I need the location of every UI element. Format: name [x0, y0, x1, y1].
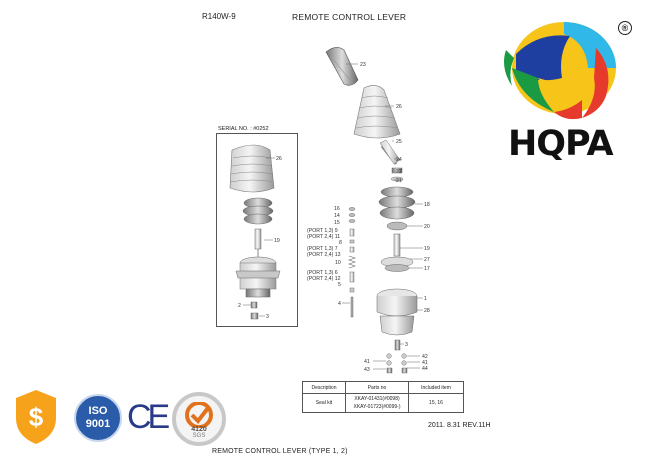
callout-41-right: 41	[422, 360, 428, 366]
handle-boot-part	[353, 85, 401, 139]
callout-5: 5	[338, 282, 341, 288]
callout-4: 4	[338, 301, 341, 307]
callout-15: 15	[334, 220, 340, 226]
svg-text:$: $	[29, 402, 44, 432]
main-body-part	[376, 288, 418, 336]
serial-variant-frame	[216, 133, 298, 327]
col-included-header: Included item	[408, 381, 464, 394]
iso-label: ISO	[88, 405, 108, 417]
callout-port13-6: (PORT 1,3) 6	[307, 270, 338, 276]
sgs-text: SGS	[192, 433, 206, 439]
iso-number: 9001	[85, 418, 111, 430]
callout-27: 27	[424, 257, 430, 263]
left-callout-3: 3	[266, 314, 269, 320]
left-callout-2: 2	[238, 303, 241, 309]
part-number-2: XKAY-01723(#0099-)	[353, 404, 401, 410]
document-title: REMOTE CONTROL LEVER	[292, 12, 407, 22]
left-callout-26: 26	[276, 156, 282, 162]
left-bolt-part	[250, 301, 259, 320]
part-number-1: XKAY-01431(#0098)	[354, 396, 400, 402]
lever-shaft-part	[379, 139, 401, 165]
callout-3: 3	[405, 342, 408, 348]
callout-26: 26	[396, 104, 402, 110]
callout-22: 22	[396, 169, 402, 175]
callout-42: 42	[422, 354, 428, 360]
callout-port13-9: (PORT 1,3) 9	[307, 228, 338, 234]
callout-24: 24	[396, 157, 402, 163]
callout-port24-11: (PORT 2,4) 11	[307, 234, 340, 240]
callout-14: 14	[334, 213, 340, 219]
main-plunger-part	[393, 233, 401, 257]
row-included-items: 15, 16	[408, 393, 464, 413]
table-row: Seal kit XKAY-01431(#0098) XKAY-01723(#0…	[302, 393, 464, 413]
callout-44: 44	[422, 366, 428, 372]
bottom-fittings-part	[386, 339, 408, 374]
left-plunger-part	[254, 228, 262, 258]
handle-grip-part	[325, 47, 359, 86]
col-description-header: Description	[302, 381, 346, 394]
plate-part	[380, 256, 414, 272]
callout-18: 18	[424, 202, 430, 208]
main-boot-part	[378, 186, 416, 231]
callout-21: 21	[396, 178, 402, 184]
callout-16: 16	[334, 206, 340, 212]
callout-20: 20	[424, 224, 430, 230]
footer-caption: REMOTE CONTROL LEVER (TYPE 1, 2)	[212, 448, 348, 455]
ce-mark-badge: CE	[127, 398, 170, 436]
callout-8: 8	[339, 240, 342, 246]
model-number: R140W-9	[202, 12, 236, 21]
sgs-badge: 4120 SGS	[172, 392, 226, 446]
callout-43: 43	[364, 367, 370, 373]
callout-port13-7: (PORT 1,3) 7	[307, 246, 338, 252]
callout-17: 17	[424, 266, 430, 272]
callout-port24-13: (PORT 2,4) 13	[307, 252, 341, 258]
callout-23: 23	[360, 62, 366, 68]
sgs-number: 4120	[191, 426, 207, 433]
left-body-part	[235, 256, 281, 298]
left-boot-part	[229, 144, 275, 193]
checkmark-icon	[185, 402, 213, 428]
row-parts-no: XKAY-01431(#0098) XKAY-01723(#0099-)	[345, 393, 409, 413]
serial-number-label: SERIAL NO. : #0252	[218, 126, 269, 132]
callout-1: 1	[424, 296, 427, 302]
callout-25: 25	[396, 139, 402, 145]
left-callout-19: 19	[274, 238, 280, 244]
brand-globe-logo	[504, 22, 616, 120]
callout-19: 19	[424, 246, 430, 252]
iso-9001-badge: ISO 9001	[74, 394, 122, 442]
brand-wordmark: HQPA	[508, 124, 614, 164]
col-parts-no-header: Parts no	[345, 381, 409, 394]
spool-column-parts	[348, 207, 356, 318]
parts-table: Description Parts no Included item Seal …	[302, 381, 464, 413]
callout-port24-12: (PORT 2,4) 12	[307, 276, 341, 282]
revision-date: 2011. 8.31 REV.11H	[428, 422, 491, 429]
callout-41-left: 41	[364, 359, 370, 365]
row-description: Seal kit	[302, 393, 346, 413]
left-seal-stack-part	[242, 197, 274, 225]
callout-10: 10	[335, 260, 341, 266]
security-shield-icon: $	[16, 390, 56, 444]
registered-trademark-icon: ®	[618, 21, 632, 35]
callout-28: 28	[424, 308, 430, 314]
